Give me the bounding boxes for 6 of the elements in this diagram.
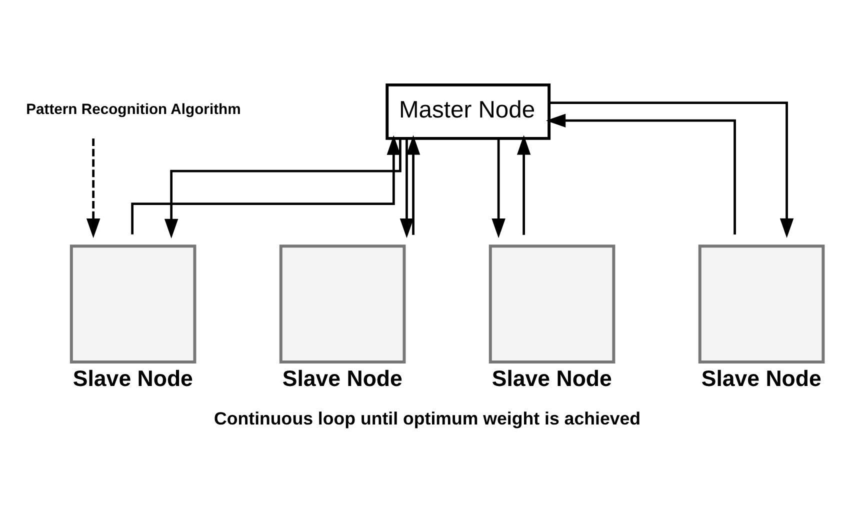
node-label: Slave Node (701, 365, 822, 390)
node-label: Slave Node (72, 365, 193, 390)
node-label: Slave Node (492, 365, 612, 390)
node-text: Pattern Recognition Algorithm (26, 101, 241, 118)
caption: Continuous loop until optimum weight is achieved (214, 408, 641, 428)
node-label: Slave Node (282, 365, 402, 390)
